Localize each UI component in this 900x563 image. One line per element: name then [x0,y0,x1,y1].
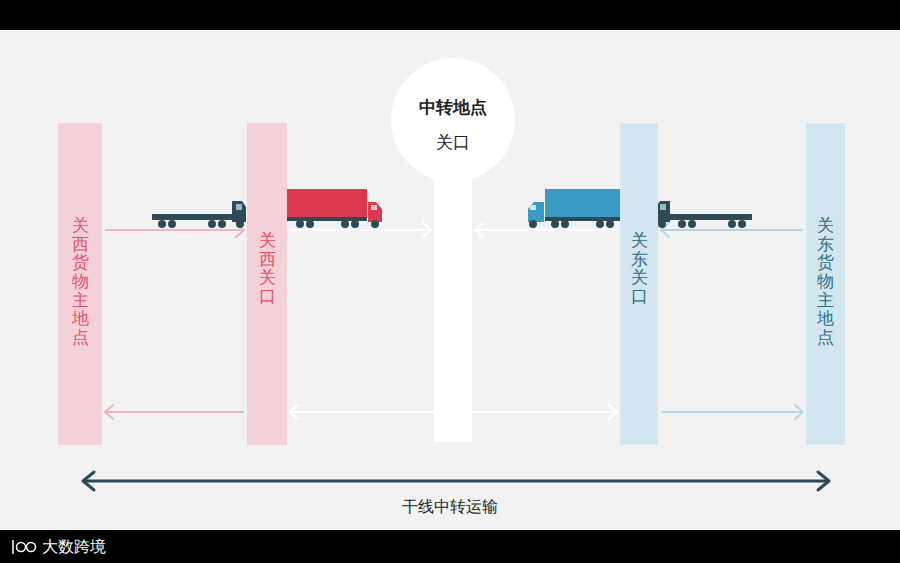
connector-line [290,229,431,231]
connector-line [661,411,803,413]
circle-label: 中转地点 [419,96,487,119]
band-label: 关西货物主地点 [72,216,89,347]
arrow-head [290,405,298,419]
connector [105,230,244,231]
location-band: 关西关口 [247,123,287,445]
span-label: 干线中转运输 [402,497,498,518]
connector [105,412,244,413]
transfer-point-node: 中转地点关口 [391,58,515,442]
stem-area [434,120,472,442]
connector [475,230,617,231]
red-truck [287,189,382,228]
band-label: 关东货物主地点 [817,216,834,347]
connector [661,230,803,231]
location-band: 关东货物主地点 [806,123,845,445]
stem [434,120,472,442]
arrow-head [609,405,617,419]
band-label: 关西关口 [259,231,276,306]
span-arrow [83,472,829,490]
location-band: 关西货物主地点 [58,123,102,445]
connector [661,412,803,413]
circle-label: 关口 [436,131,470,154]
connector-line [105,411,244,413]
arrow-head [795,405,803,419]
blue-truck [528,189,620,228]
arrow-head [423,223,431,237]
band-label: 关东关口 [631,231,648,306]
location-band: 关东关口 [620,123,658,445]
connector-line [105,229,244,231]
arrow-head [105,405,113,419]
flatbed-truck [152,201,246,228]
flatbed-truck [656,201,752,228]
logo [13,540,36,554]
watermark: 大数跨境 [42,537,106,558]
connector [290,230,431,231]
connector-line [661,229,803,231]
arrow-head [475,223,483,237]
connector-line [475,229,617,231]
